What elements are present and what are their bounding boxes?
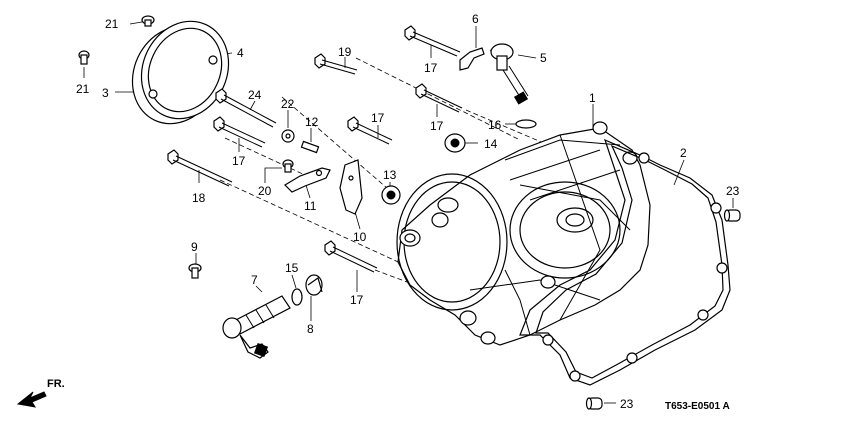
- pin-12: [300, 140, 320, 154]
- front-direction-indicator: FR.: [16, 378, 65, 408]
- callout-12: 12: [305, 115, 319, 129]
- spring-8: [305, 274, 323, 296]
- bolt-24: [215, 88, 277, 128]
- crankcase-cover-gasket: [519, 138, 731, 386]
- callout-13: 13: [383, 168, 397, 182]
- callout-1: 1: [589, 91, 596, 105]
- shaft-7: [222, 295, 291, 359]
- bolt-17-top: [404, 25, 461, 57]
- dowel-pin-23-bottom: [585, 397, 603, 410]
- callout-16: 16: [488, 118, 502, 132]
- callout-11: 11: [304, 199, 317, 213]
- callout-18: 18: [192, 191, 206, 205]
- callout-15: 15: [285, 261, 299, 275]
- callout-9: 9: [191, 240, 198, 254]
- plate-10: [339, 159, 363, 215]
- callout-7: 7: [251, 273, 258, 287]
- callout-3: 3: [102, 86, 109, 100]
- callout-14: 14: [484, 137, 498, 151]
- callout-17-left: 17: [232, 154, 246, 168]
- bolt-18: [167, 149, 233, 187]
- dowel-pin-23-right: [723, 209, 741, 222]
- washer-22: [281, 129, 295, 143]
- callout-labels: 21 4 3 21 6 5 19 24 22 12 17 20 11 10 13…: [76, 12, 740, 411]
- bolt-21-left: [78, 50, 90, 65]
- callout-2: 2: [680, 146, 687, 160]
- callout-10: 10: [353, 230, 367, 244]
- o-ring-16: [515, 119, 537, 129]
- front-arrow-icon: [16, 391, 47, 408]
- callout-21-left: 21: [76, 82, 90, 96]
- oil-seal-13: [381, 185, 401, 205]
- callout-4: 4: [237, 46, 244, 60]
- bolt-20: [282, 159, 294, 173]
- callout-17-right: 17: [430, 119, 444, 133]
- callout-6: 6: [472, 12, 479, 26]
- bolt-17-mid: [347, 116, 393, 145]
- bolt-17-lower: [324, 240, 378, 273]
- washer-15: [291, 288, 303, 306]
- callout-19: 19: [338, 45, 352, 59]
- direction-label: FR.: [47, 378, 65, 390]
- callout-17-lower: 17: [350, 293, 364, 307]
- bolt-19: [314, 53, 358, 75]
- callout-8: 8: [307, 322, 314, 336]
- right-crankcase-cover: [396, 121, 651, 346]
- callout-20: 20: [258, 184, 272, 198]
- callout-22: 22: [281, 97, 295, 111]
- outer-cover-ring: [131, 20, 230, 125]
- clamp-6: [459, 47, 485, 71]
- lever-11: [284, 167, 331, 193]
- callout-23-right: 23: [726, 184, 740, 198]
- callout-24: 24: [248, 88, 262, 102]
- callout-21-top: 21: [105, 17, 119, 31]
- oil-seal-14: [444, 133, 466, 153]
- callout-5: 5: [540, 51, 547, 65]
- bolt-17-right: [415, 83, 463, 113]
- callout-23-bottom: 23: [620, 397, 634, 411]
- bolt-21-top: [141, 15, 155, 27]
- bolt-9: [188, 263, 202, 279]
- callout-17-top: 17: [424, 61, 438, 75]
- bolt-17-left: [213, 116, 266, 148]
- diagram-code: T653-E0501 A: [665, 401, 730, 412]
- callout-17-mid: 17: [371, 111, 385, 125]
- oil-sensor-5: [490, 43, 529, 105]
